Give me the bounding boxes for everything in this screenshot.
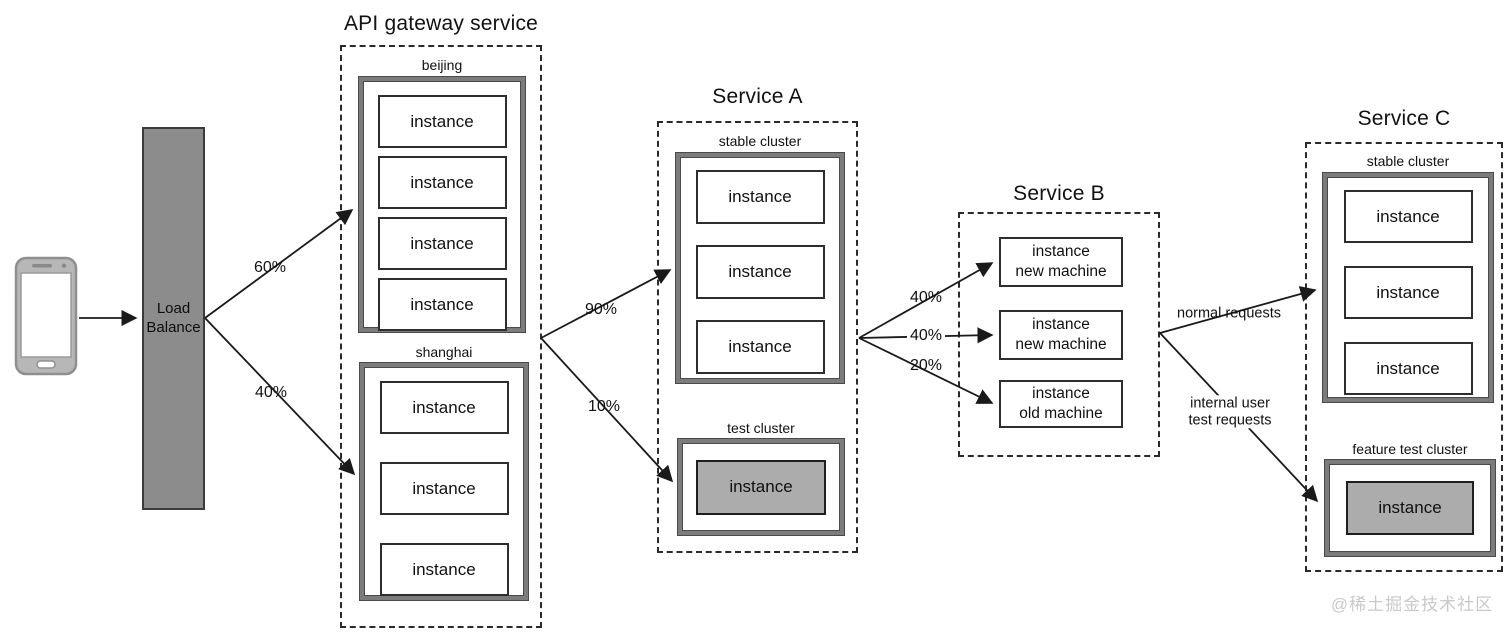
instance-box: instance — [696, 459, 826, 515]
service-b-title: Service B — [1013, 182, 1105, 205]
instance-box: instance — [377, 95, 507, 148]
instance-label: instance — [412, 559, 476, 579]
instance-label: instance old machine — [1019, 384, 1103, 422]
instance-box: instance — [1343, 190, 1473, 243]
instance-box: instance — [1343, 342, 1473, 395]
edge-label-40-b1: 40% — [909, 288, 943, 306]
cluster-beijing: instance instance instance instance — [359, 77, 525, 332]
service-a-title: Service A — [712, 85, 803, 108]
cluster-stable-c: instance instance instance — [1323, 173, 1493, 402]
instance-label: instance — [729, 477, 793, 496]
edge-label-internal-test-requests: internal user test requests — [1185, 395, 1275, 429]
instance-box: instance — [1343, 266, 1473, 319]
instance-box: instance — [379, 381, 509, 434]
instance-label: instance — [728, 337, 792, 356]
cluster-feature-test-c: instance — [1325, 460, 1495, 556]
instance-label: instance new machine — [1015, 315, 1107, 353]
instance-label: instance — [412, 478, 476, 498]
gateway-title: API gateway service — [343, 12, 539, 35]
instance-label: instance — [728, 262, 792, 281]
cluster-test-a: instance — [678, 439, 844, 535]
instance-label: instance — [412, 397, 476, 417]
instance-new-machine-box: instance new machine — [999, 237, 1123, 287]
load-balancer-label: Load Balance — [146, 299, 201, 336]
instance-label: instance new machine — [1015, 242, 1107, 280]
instance-box: instance — [695, 245, 825, 299]
edge-label-10: 10% — [587, 397, 621, 415]
edge-label-40-b2: 40% — [906, 326, 946, 346]
edge-label-60: 60% — [253, 258, 287, 276]
instance-label: instance — [410, 111, 474, 131]
instance-old-machine-box: instance old machine — [999, 380, 1123, 428]
instance-label: instance — [1376, 358, 1440, 378]
edge-label-20-b3: 20% — [909, 356, 943, 374]
cluster-label-feature-test-c: feature test cluster — [1352, 441, 1468, 457]
instance-label: instance — [410, 294, 474, 314]
client-device — [14, 256, 78, 376]
smartphone-icon — [14, 256, 78, 376]
instance-label: instance — [728, 187, 792, 206]
instance-new-machine-box: instance new machine — [999, 310, 1123, 360]
edge-label-40-shanghai: 40% — [254, 383, 288, 401]
instance-label: instance — [1376, 282, 1440, 302]
instance-box: instance — [377, 278, 507, 331]
cluster-label-stable-c: stable cluster — [1366, 153, 1450, 169]
cluster-label-stable-a: stable cluster — [718, 133, 802, 149]
instance-label: instance — [410, 172, 474, 192]
instance-box: instance — [377, 156, 507, 209]
instance-label: instance — [1376, 206, 1440, 226]
instance-box: instance — [379, 462, 509, 515]
instance-label: instance — [1378, 498, 1442, 517]
cluster-label-test-a: test cluster — [727, 420, 795, 436]
edge-label-90: 90% — [584, 300, 618, 318]
instance-label: instance — [410, 233, 474, 253]
cluster-shanghai: instance instance instance — [360, 363, 528, 600]
instance-box: instance — [379, 543, 509, 596]
cluster-label-beijing: beijing — [421, 57, 463, 73]
watermark: @稀土掘金技术社区 — [1330, 595, 1494, 614]
instance-box: instance — [695, 170, 825, 224]
instance-box: instance — [1346, 481, 1474, 535]
cluster-stable-a: instance instance instance — [676, 153, 844, 383]
instance-box: instance — [695, 320, 825, 374]
edge-label-normal-requests: normal requests — [1177, 305, 1281, 322]
load-balancer: Load Balance — [142, 127, 205, 510]
service-c-title: Service C — [1357, 107, 1451, 130]
cluster-label-shanghai: shanghai — [415, 344, 473, 360]
instance-box: instance — [377, 217, 507, 270]
